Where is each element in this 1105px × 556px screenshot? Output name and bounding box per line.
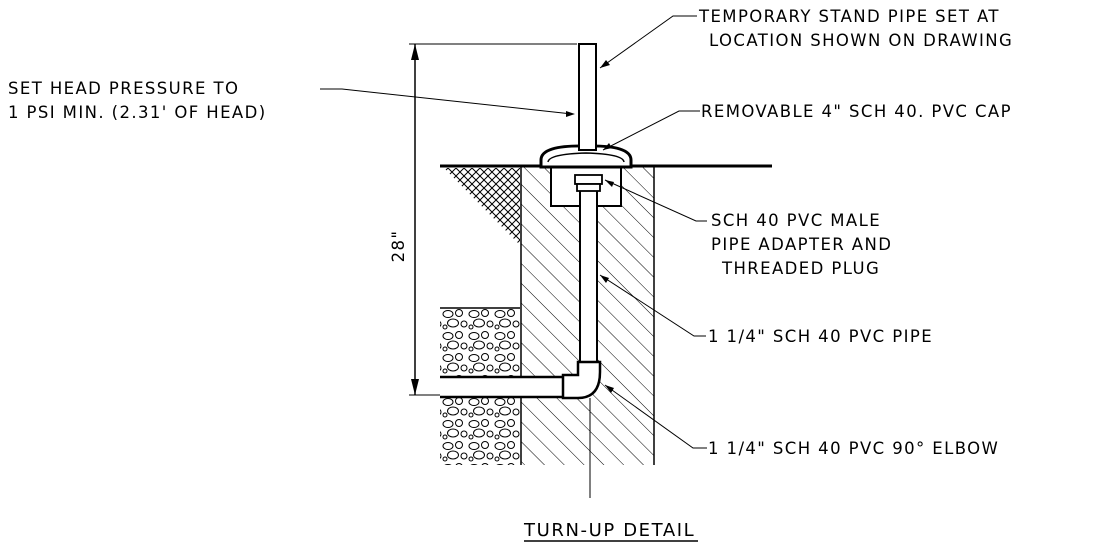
label-adapter-3: THREADED PLUG — [721, 259, 880, 278]
gravel-upper — [440, 308, 520, 377]
label-adapter-2: PIPE ADAPTER AND — [711, 235, 892, 254]
label-pipe: 1 1/4" SCH 40 PVC PIPE — [708, 327, 933, 346]
label-head-1: SET HEAD PRESSURE TO — [8, 79, 239, 98]
label-adapter-1: SCH 40 PVC MALE — [711, 211, 881, 230]
vertical-pipe — [579, 189, 598, 366]
label-head-2: 1 PSI MIN. (2.31' OF HEAD) — [8, 103, 267, 122]
elbow-fitting — [561, 360, 602, 400]
soil-hatch — [444, 168, 520, 245]
label-standpipe-2: LOCATION SHOWN ON DRAWING — [709, 31, 1013, 50]
label-elbow: 1 1/4" SCH 40 PVC 90° ELBOW — [708, 439, 999, 458]
male-adapter — [576, 183, 601, 192]
label-standpipe-1: TEMPORARY STAND PIPE SET AT — [698, 7, 1000, 26]
label-cap: REMOVABLE 4" SCH 40. PVC CAP — [701, 102, 1012, 121]
threaded-plug — [574, 174, 603, 185]
gravel-lower — [440, 398, 520, 465]
dimension-label: 28" — [389, 230, 408, 263]
horizontal-pipe — [440, 377, 566, 397]
detail-title: TURN-UP DETAIL — [523, 520, 695, 541]
temporary-stand-pipe — [578, 43, 597, 151]
